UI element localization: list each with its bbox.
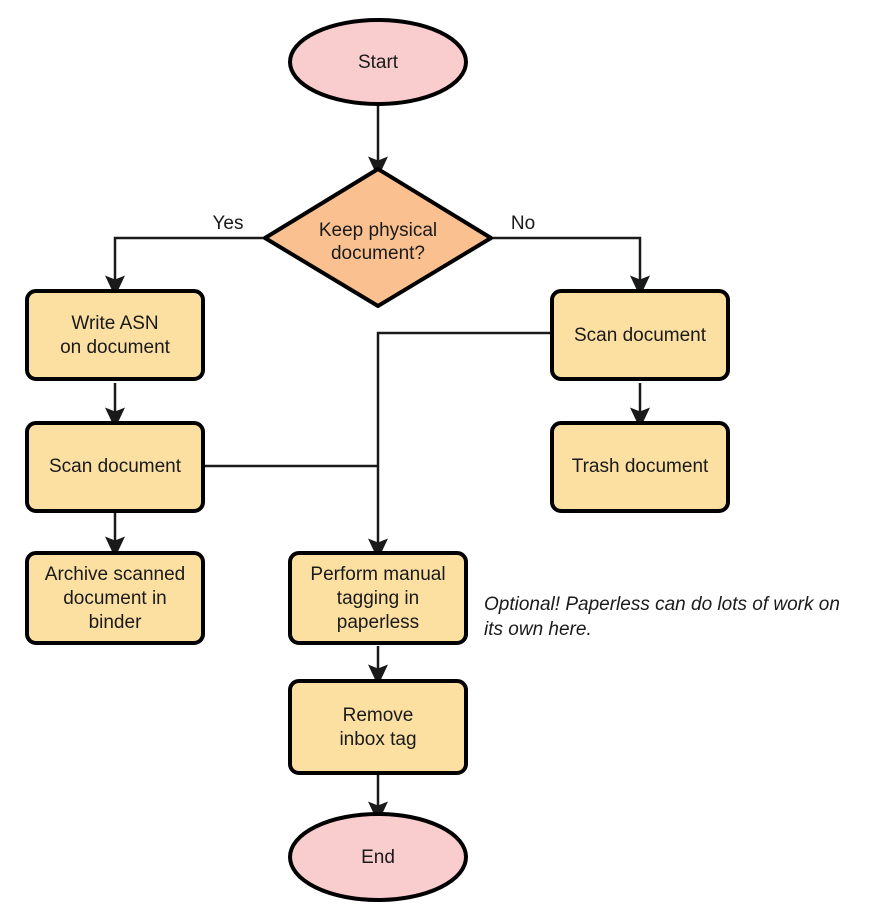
node-trash-document[interactable]: Trash document xyxy=(550,421,730,513)
trash-document-label: Trash document xyxy=(572,456,709,477)
archive-label-line2: document in xyxy=(63,588,167,609)
node-decision-keep-physical-document[interactable]: Keep physical document? xyxy=(263,167,493,308)
scan-document-right-box xyxy=(550,289,730,381)
node-write-asn[interactable]: Write ASN on document xyxy=(25,289,205,381)
start-ellipse xyxy=(288,18,468,106)
remove-inbox-tag-box xyxy=(288,679,468,775)
edge-label-no: No xyxy=(511,213,535,234)
scan-document-left-box xyxy=(25,421,205,513)
node-remove-inbox-tag[interactable]: Remove inbox tag xyxy=(288,679,468,775)
node-archive-document[interactable]: Archive scanned document in binder xyxy=(25,551,205,645)
node-scan-document-right[interactable]: Scan document xyxy=(550,289,730,381)
write-asn-box xyxy=(25,289,205,381)
tagging-label-line3: paperless xyxy=(337,612,419,633)
remove-inbox-label-line2: inbox tag xyxy=(339,729,416,750)
edge-decision-no-to-scan-right xyxy=(491,236,650,297)
edge-label-yes: Yes xyxy=(213,213,244,234)
start-label: Start xyxy=(358,52,399,73)
archive-document-box xyxy=(25,551,205,645)
edge-layer xyxy=(105,103,650,823)
node-end[interactable]: End xyxy=(288,812,468,902)
remove-inbox-label-line1: Remove xyxy=(343,705,414,726)
scan-document-left-label: Scan document xyxy=(49,456,182,477)
node-start[interactable]: Start xyxy=(288,18,468,106)
edge-scan-right-to-tagging xyxy=(368,331,552,560)
edge-decision-yes-to-write-asn xyxy=(105,236,265,297)
annotation-optional-paperless: Optional! Paperless can do lots of work … xyxy=(484,594,840,640)
end-ellipse xyxy=(288,812,468,902)
end-label: End xyxy=(361,847,395,868)
node-scan-document-left[interactable]: Scan document xyxy=(25,421,205,513)
write-asn-label-line2: on document xyxy=(60,337,171,358)
decision-diamond xyxy=(263,167,493,308)
annotation-line1: Optional! Paperless can do lots of work … xyxy=(484,594,840,615)
archive-label-line1: Archive scanned xyxy=(45,564,185,585)
perform-manual-tagging-box xyxy=(288,551,468,645)
scan-document-right-label: Scan document xyxy=(574,325,707,346)
tagging-label-line2: tagging in xyxy=(337,588,419,609)
tagging-label-line1: Perform manual xyxy=(310,564,445,585)
archive-label-line3: binder xyxy=(89,612,142,633)
write-asn-label-line1: Write ASN xyxy=(71,313,158,334)
trash-document-box xyxy=(550,421,730,513)
edge-label-layer: Yes No xyxy=(213,213,536,234)
decision-label-line2: document? xyxy=(331,243,425,264)
annotation-line2: its own here. xyxy=(484,619,592,640)
decision-label-line1: Keep physical xyxy=(319,220,437,241)
node-perform-manual-tagging[interactable]: Perform manual tagging in paperless xyxy=(288,551,468,645)
